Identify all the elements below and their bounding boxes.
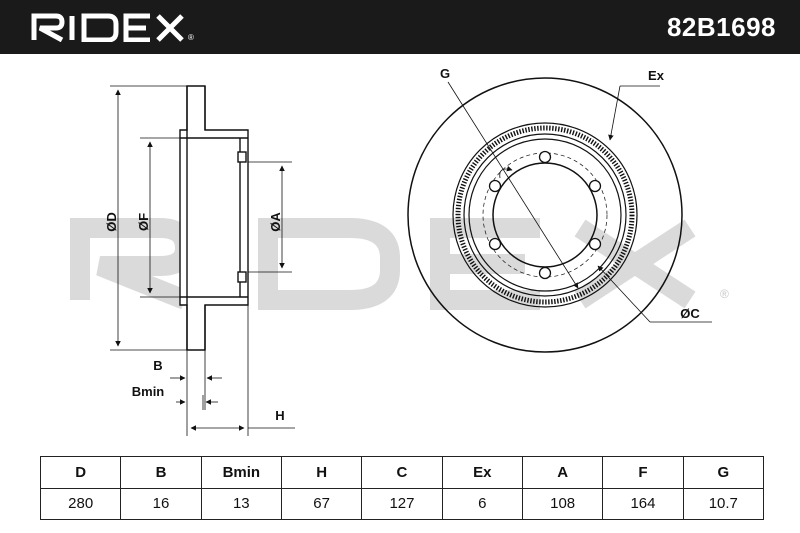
- spec-value-a: 108: [521, 487, 604, 520]
- spec-header-row: D B Bmin H C Ex A F G: [39, 456, 765, 489]
- spec-value-b: 16: [120, 487, 202, 520]
- technical-drawing: ®: [70, 66, 729, 436]
- spec-value-row: 280 16 13 67 127 6 108 164 10.7: [39, 487, 765, 520]
- label-g: G: [440, 66, 450, 81]
- svg-text:®: ®: [188, 33, 194, 42]
- spec-header-g: G: [682, 456, 765, 489]
- spec-header-d: D: [39, 456, 122, 489]
- disc-side-view: [179, 85, 249, 351]
- spec-header-b: B: [120, 456, 202, 489]
- label-thickness-b: B: [153, 358, 162, 373]
- spec-header-h: H: [280, 456, 363, 489]
- label-min-thickness: Bmin: [132, 384, 165, 399]
- spec-value-f: 164: [602, 487, 684, 520]
- label-diameter-f: ØF: [136, 213, 151, 231]
- spec-value-bmin: 13: [200, 487, 282, 520]
- spec-value-g: 10.7: [682, 487, 765, 520]
- label-height-h: H: [275, 408, 284, 423]
- spec-header-ex: Ex: [441, 456, 523, 489]
- spec-value-ex: 6: [441, 487, 523, 520]
- label-diameter-a: ØA: [268, 212, 283, 232]
- label-diameter-c: ØC: [680, 306, 700, 321]
- disc-front-view: [407, 77, 683, 353]
- registered-mark: ®: [720, 287, 729, 301]
- spec-header-f: F: [602, 456, 684, 489]
- part-number: 82B1698: [666, 12, 776, 42]
- spec-value-c: 127: [361, 487, 443, 520]
- spec-table: D B Bmin H C Ex A F G 280 16 13 67 127 6…: [39, 456, 765, 520]
- label-diameter-d: ØD: [104, 212, 119, 232]
- ridex-logo: ®: [31, 13, 194, 42]
- spec-value-h: 67: [280, 487, 363, 520]
- spec-value-d: 280: [39, 487, 122, 520]
- spec-header-bmin: Bmin: [200, 456, 282, 489]
- front-leaders: [447, 81, 712, 323]
- side-dimensions: [110, 85, 295, 436]
- header-bar: ® 82B1698: [0, 0, 800, 54]
- spec-header-c: C: [361, 456, 443, 489]
- label-ex: Ex: [648, 68, 665, 83]
- spec-header-a: A: [521, 456, 604, 489]
